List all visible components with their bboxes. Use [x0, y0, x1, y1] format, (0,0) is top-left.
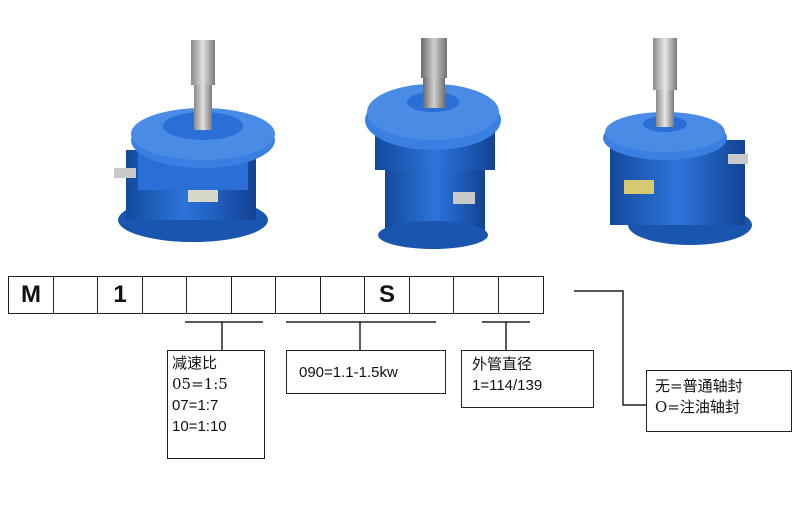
tube-title: 外管直径 [472, 355, 533, 373]
gear-reducer-photo-center [365, 38, 501, 249]
ratio-option: 10=1:10 [172, 418, 227, 435]
gear-reducer-photo-right [603, 38, 752, 245]
code-cell [453, 276, 499, 314]
seal-option: 无=普通轴封 [655, 377, 743, 395]
tube-option: 1=114/139 [472, 377, 543, 394]
code-cell [319, 276, 366, 314]
code-cell: S [364, 276, 410, 314]
code-cell [497, 276, 544, 314]
gear-reducer-photo-left [114, 40, 275, 242]
power-callout: 090=1.1-1.5kw [286, 350, 446, 394]
ratio-option: 05=1:5 [172, 375, 228, 393]
code-cell [141, 276, 188, 314]
code-cell [52, 276, 99, 314]
seal-callout: 无=普通轴封 O=注油轴封 [646, 370, 792, 432]
power-option: 090=1.1-1.5kw [299, 363, 398, 381]
model-code-row: M 1 S [8, 276, 544, 314]
code-cell [186, 276, 232, 314]
code-cell: 1 [97, 276, 143, 314]
ratio-option: 07=1:7 [172, 397, 219, 414]
ratio-title: 减速比 [172, 354, 218, 372]
code-cell [275, 276, 321, 314]
ratio-callout: 减速比 05=1:5 07=1:7 10=1:10 [167, 350, 265, 459]
code-cell: M [8, 276, 54, 314]
code-cell [408, 276, 455, 314]
tube-diameter-callout: 外管直径 1=114/139 [461, 350, 594, 408]
seal-option: O=注油轴封 [655, 398, 740, 416]
code-cell [230, 276, 277, 314]
